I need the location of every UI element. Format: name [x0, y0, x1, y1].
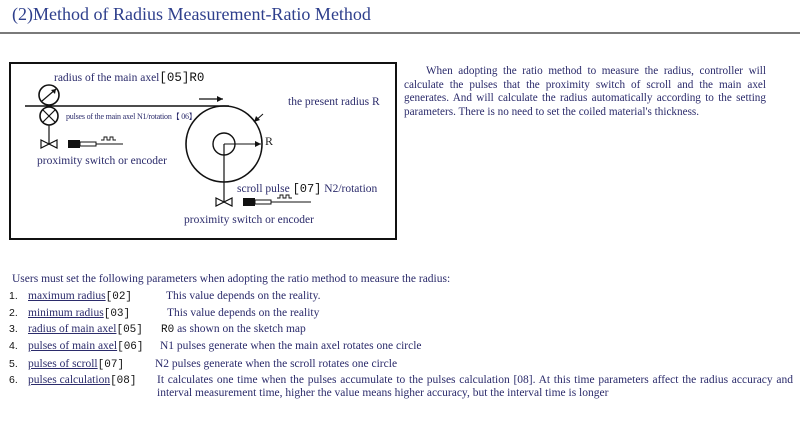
param-code: [05] [116, 324, 143, 336]
param-label: pulses calculation [28, 374, 111, 386]
present-radius-label: the present radius R [288, 96, 380, 108]
param-desc: N2 pulses generate when the scroll rotat… [155, 358, 398, 370]
title-rule [0, 32, 800, 34]
sketch-map: radius of the main axel[05]R0 pulses of … [9, 62, 397, 240]
proximity-switch-label-2: proximity switch or encoder [184, 214, 314, 226]
param-desc: This value depends on the reality [167, 307, 320, 319]
sketch-map-drawing [25, 84, 311, 207]
main-axel-pulses-label: pulses of the main axel N1/rotation【 06】 [66, 112, 197, 121]
param-desc: R0 as shown on the sketch map [161, 323, 306, 336]
pulse-signal-icon-2 [277, 194, 292, 199]
param-label: minimum radius [28, 307, 104, 319]
param-code: [02] [105, 291, 133, 303]
pulse-signal-icon-1 [101, 136, 116, 141]
param-code: [03] [103, 308, 131, 320]
param-desc: It calculates one time when the pulses a… [157, 374, 793, 399]
page-title: (2)Method of Radius Measurement-Ratio Me… [12, 4, 371, 24]
valve-icon-2 [215, 197, 226, 207]
param-code: [07] [97, 359, 125, 371]
param-code: [06] [117, 341, 144, 353]
proximity-sensor-icon-1 [68, 140, 80, 148]
param-code: [08] [110, 375, 137, 387]
param-desc: This value depends on the reality. [166, 290, 321, 302]
param-desc: N1 pulses generate when the main axel ro… [160, 340, 422, 352]
param-label: pulses of scroll [28, 358, 98, 370]
param-label: maximum radius [28, 290, 106, 302]
param-label: pulses of main axel [28, 340, 118, 352]
main-axel-radius-label: radius of the main axel[05]R0 [54, 71, 205, 85]
param-label: radius of main axel [28, 323, 117, 335]
proximity-sensor-icon-2 [243, 198, 255, 206]
proximity-switch-label-1: proximity switch or encoder [37, 155, 167, 167]
valve-icon-1 [40, 139, 51, 149]
method-description: When adopting the ratio method to measur… [404, 65, 766, 118]
main-axel-roller [38, 84, 60, 106]
parameters-intro: Users must set the following parameters … [12, 273, 451, 285]
radius-r-label: R [265, 134, 274, 148]
scroll-pulse-label: scroll pulse [07] N2/rotation [237, 182, 378, 196]
